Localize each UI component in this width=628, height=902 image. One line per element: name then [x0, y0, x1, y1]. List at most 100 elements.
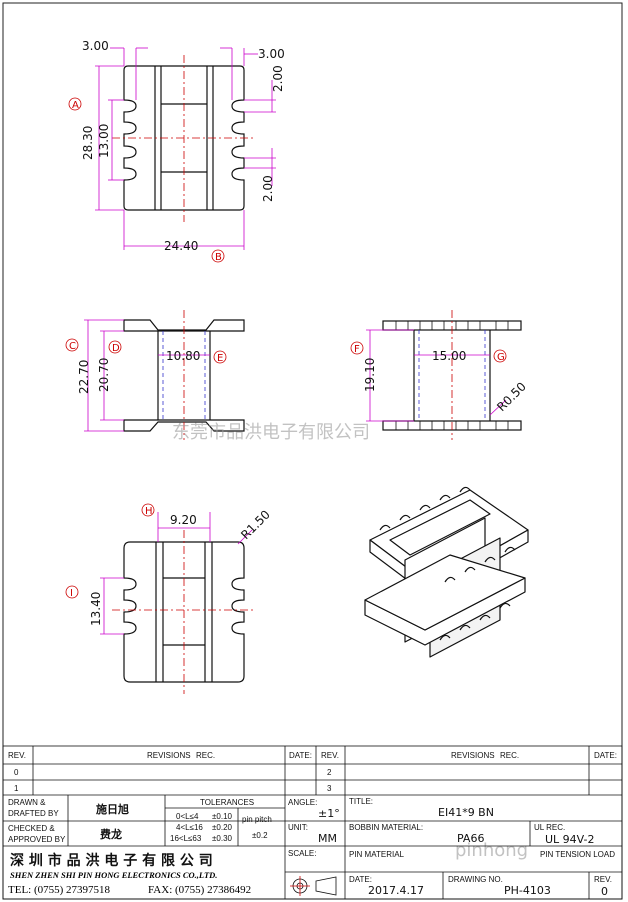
dim-inner-13-00: 13.00	[97, 124, 111, 158]
callout-a-marker	[68, 97, 82, 111]
tol-range-0: 0<L≤4	[176, 812, 199, 821]
date-header-right: DATE:	[594, 751, 617, 760]
tol-value-2: ±0.30	[212, 834, 233, 843]
drawing-no-value: PH-4103	[504, 884, 551, 897]
checked-label-2: APPROVED BY	[8, 835, 66, 844]
company-cn: 深 圳 市 品 洪 电 子 有 限 公 司	[10, 852, 213, 869]
date-value: 2017.4.17	[368, 884, 424, 897]
dim-slot-2-bottom: 2.00	[261, 175, 275, 202]
callout-f-marker	[350, 341, 364, 355]
callout-h-marker	[141, 503, 155, 517]
callout-g-marker	[493, 349, 507, 363]
callout-b-marker	[211, 249, 225, 263]
title-block-grid	[2, 745, 623, 900]
top-view-dims	[95, 47, 276, 250]
tol-range-2: 16<L≤63	[170, 834, 202, 843]
dim-top-right-3: 3.00	[258, 47, 285, 61]
rev-header-right: REV.	[321, 751, 339, 760]
drawn-label-1: DRAWN &	[8, 798, 46, 807]
callout-d-marker	[108, 340, 122, 354]
front-view-hidden	[162, 331, 206, 420]
rev-row-1: 1	[14, 784, 19, 793]
rev-row-3: 3	[327, 784, 332, 793]
bobbin-value: PA66	[457, 832, 484, 845]
revisions-header-right: REVISIONS	[451, 751, 495, 760]
date-header-left: DATE:	[289, 751, 312, 760]
dim-inner-13-40: 13.40	[89, 592, 103, 626]
unit-label: UNIT:	[288, 823, 308, 832]
tolerances-header: TOLERANCES	[200, 798, 254, 807]
projection-symbol-icon	[290, 876, 337, 896]
callout-c-marker	[65, 338, 79, 352]
isometric-view	[364, 486, 529, 658]
dim-slot-2-top: 2.00	[271, 65, 285, 92]
unit-value: MM	[318, 832, 337, 845]
dim-height-28-30: 28.30	[81, 126, 95, 160]
pin-material-label: PIN MATERIAL	[349, 850, 405, 859]
tol-value-1: ±0.20	[212, 823, 233, 832]
checked-by: 费龙	[100, 827, 122, 841]
dim-inner-9-20: 9.20	[170, 513, 197, 527]
pin-pitch-label: pin pitch	[242, 815, 272, 824]
bobbin-label: BOBBIN MATERIAL:	[349, 823, 423, 832]
company-en: SHEN ZHEN SHI PIN HONG ELECTRONICS CO.,L…	[10, 870, 217, 880]
date-label: DATE:	[349, 875, 372, 884]
side-view-pins	[395, 321, 509, 430]
checked-label-1: CHECKED &	[8, 824, 55, 833]
scale-label: SCALE:	[288, 849, 316, 858]
pin-pitch-value: ±0.2	[252, 831, 268, 840]
angle-label: ANGLE:	[288, 798, 317, 807]
callout-a: A	[72, 100, 79, 111]
title-label: TITLE:	[349, 797, 373, 806]
dim-height-19-10: 19.10	[363, 358, 377, 392]
drawn-label-2: DRAFTED BY	[8, 809, 59, 818]
dim-inner-15-00: 15.00	[432, 349, 466, 363]
rec-header-right: REC.	[500, 751, 519, 760]
bottom-view-centerlines	[112, 530, 256, 694]
company-fax: FAX: (0755) 27386492	[148, 884, 251, 896]
watermark-en: pinhong	[455, 840, 528, 861]
callout-c: C	[69, 341, 76, 352]
dim-top-left-3: 3.00	[82, 39, 109, 53]
tol-value-0: ±0.10	[212, 812, 233, 821]
drawn-by: 施日旭	[96, 802, 129, 816]
rev-header-left: REV.	[8, 751, 26, 760]
callout-h: H	[145, 506, 153, 517]
side-view-hidden	[418, 330, 486, 421]
bottom-view-dims	[100, 512, 253, 635]
tol-range-1: 4<L≤16	[176, 823, 203, 832]
dim-width-24-40: 24.40	[164, 239, 198, 253]
rev-row-0: 0	[14, 768, 19, 777]
rev-row-2: 2	[327, 768, 332, 777]
callout-b: B	[215, 252, 222, 263]
watermark-cn: 东莞市品洪电子有限公司	[172, 422, 370, 443]
callout-e: E	[217, 353, 223, 364]
callout-i: I	[70, 588, 73, 599]
front-view-dims	[84, 319, 210, 432]
rev-label: REV.	[594, 875, 612, 884]
rev-value: 0	[601, 885, 608, 898]
dim-radius-1-50: R1.50	[238, 507, 273, 542]
callout-i-marker	[65, 585, 79, 599]
rec-header-left: REC.	[196, 751, 215, 760]
dim-inner-10-80: 10.80	[166, 349, 200, 363]
ul-label: UL REC.	[534, 823, 565, 832]
dim-radius-0-50: R0.50	[494, 379, 529, 414]
angle-value: ±1°	[318, 807, 340, 820]
revisions-header-left: REVISIONS	[147, 751, 191, 760]
title-value: EI41*9 BN	[438, 806, 494, 819]
callout-g: G	[497, 352, 505, 363]
ul-value: UL 94V-2	[545, 833, 595, 846]
callout-f: F	[354, 344, 360, 355]
company-tel: TEL: (0755) 27397518	[8, 884, 111, 896]
front-view	[123, 319, 245, 432]
side-view-dims	[366, 329, 507, 422]
drawing-no-label: DRAWING NO.	[448, 875, 503, 884]
callout-d: D	[112, 343, 120, 354]
dim-height-20-70: 20.70	[97, 358, 111, 392]
callout-e-marker	[213, 350, 227, 364]
pin-tension-label: PIN TENSION LOAD	[540, 850, 615, 859]
top-view-centerlines	[112, 55, 256, 222]
